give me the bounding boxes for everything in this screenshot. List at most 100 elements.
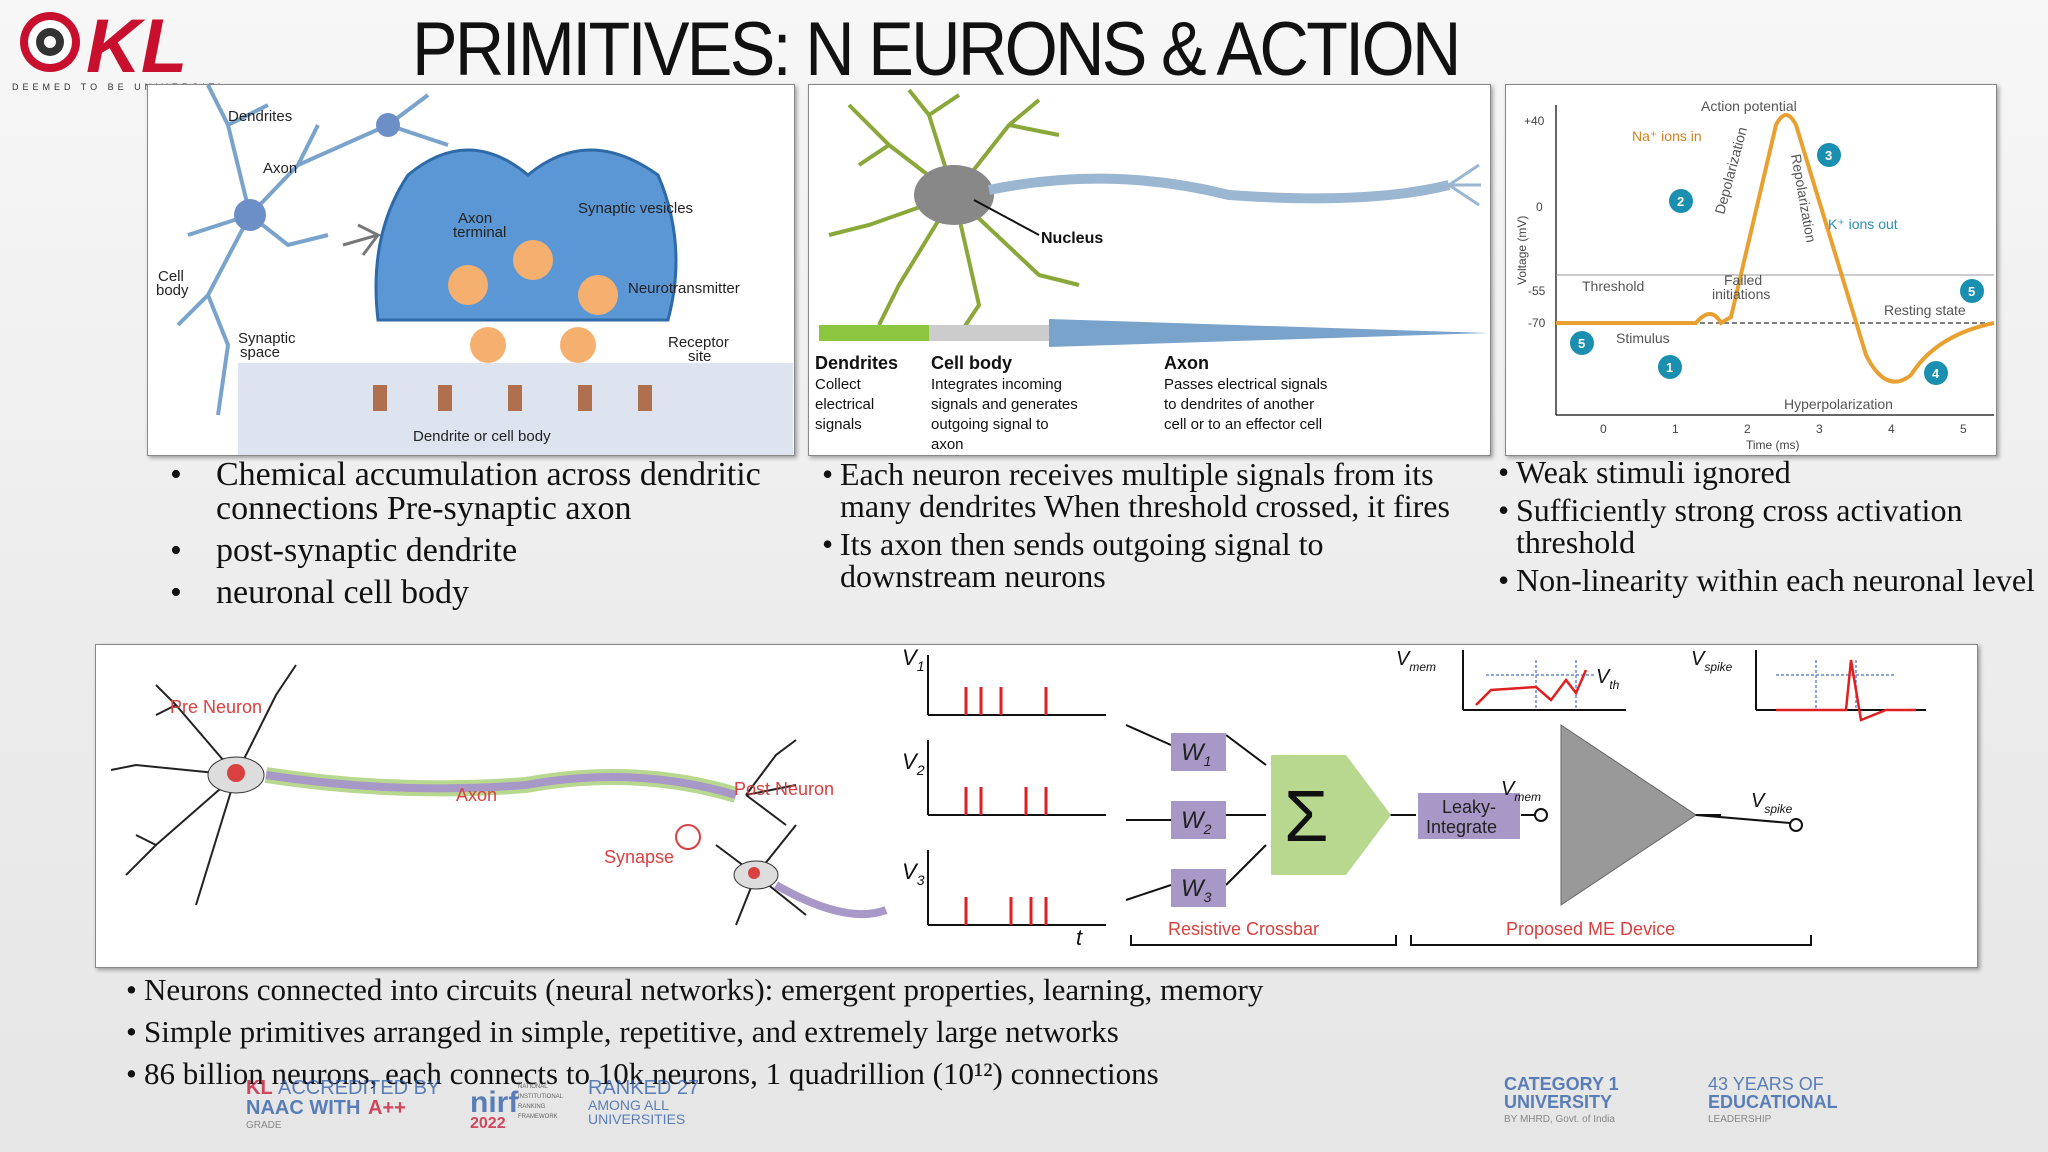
svg-text:2: 2: [1744, 422, 1751, 436]
svg-text:Leaky-: Leaky-: [1442, 797, 1496, 817]
svg-text:signals: signals: [815, 416, 862, 433]
bullets-synapse: Chemical accumulation across dendritic c…: [170, 458, 810, 618]
action-potential-curve: [1556, 113, 1995, 384]
svg-text:Time (ms): Time (ms): [1746, 438, 1800, 452]
svg-text:Resistive Crossbar: Resistive Crossbar: [1168, 919, 1319, 939]
bullets-potential: Weak stimuli ignored Sufficiently strong…: [1498, 456, 2046, 602]
svg-text:2: 2: [1677, 194, 1684, 209]
svg-text:Action potential: Action potential: [1701, 98, 1797, 114]
svg-text:axon: axon: [931, 436, 964, 453]
footer-category: CATEGORY 1 UNIVERSITY BY MHRD, Govt. of …: [1504, 1070, 1864, 1134]
svg-text:Receptor: Receptor: [668, 334, 729, 351]
svg-text:Cell: Cell: [158, 268, 184, 285]
svg-text:Dendrites: Dendrites: [815, 353, 898, 373]
svg-text:NATIONAL: NATIONAL: [518, 1084, 548, 1090]
svg-text:Vspike: Vspike: [1691, 648, 1733, 674]
bullet-item: Sufficiently strong cross activation thr…: [1498, 494, 2046, 558]
svg-text:Failed: Failed: [1724, 272, 1762, 288]
svg-text:W2: W2: [1181, 807, 1212, 837]
svg-text:terminal: terminal: [453, 224, 506, 241]
svg-text:K⁺ ions out: K⁺ ions out: [1828, 216, 1898, 232]
svg-text:0: 0: [1536, 200, 1543, 214]
svg-text:Axon: Axon: [458, 210, 492, 227]
neural-circuit-panel: Pre Neuron Axon Post Neuron Synapse V1 V…: [95, 644, 1978, 968]
svg-text:FRAMEWORK: FRAMEWORK: [518, 1114, 558, 1120]
svg-text:Integrates incoming: Integrates incoming: [931, 376, 1062, 393]
svg-text:UNIVERSITY: UNIVERSITY: [1504, 1092, 1612, 1112]
comparator-triangle: [1560, 724, 1697, 906]
svg-text:Neurotransmitter: Neurotransmitter: [628, 280, 740, 297]
bullet-item: Its axon then sends outgoing signal to d…: [822, 528, 1482, 592]
svg-text:V2: V2: [902, 749, 925, 778]
svg-text:Repolarization: Repolarization: [1788, 153, 1819, 244]
bullet-item: 86 billion neurons, each connects to 10k…: [126, 1056, 1976, 1092]
svg-text:Dendrites: Dendrites: [228, 108, 292, 125]
svg-text:Σ: Σ: [1284, 777, 1329, 857]
bullet-item: Chemical accumulation across dendritic c…: [170, 458, 810, 526]
svg-text:1: 1: [1672, 422, 1679, 436]
svg-text:outgoing signal to: outgoing signal to: [931, 416, 1049, 433]
svg-text:Vmem: Vmem: [1501, 778, 1541, 804]
svg-text:Axon: Axon: [263, 160, 297, 177]
page-title: PRIMITIVES: N EURONS & ACTION: [412, 7, 1461, 92]
svg-text:4: 4: [1888, 422, 1895, 436]
bullets-circuits: Neurons connected into circuits (neural …: [126, 972, 1976, 1098]
svg-text:Dendrite or cell body: Dendrite or cell body: [413, 428, 551, 445]
svg-text:V3: V3: [902, 859, 925, 888]
dendrites-arrow: [819, 325, 929, 341]
svg-text:Stimulus: Stimulus: [1616, 330, 1670, 346]
svg-text:Passes electrical signals: Passes electrical signals: [1164, 376, 1327, 393]
svg-text:Synaptic vesicles: Synaptic vesicles: [578, 200, 693, 217]
svg-text:KL: KL: [86, 4, 187, 89]
neuron-structure-panel: Nucleus Dendrites Collect electrical sig…: [808, 84, 1491, 456]
svg-text:signals and generates: signals and generates: [931, 396, 1078, 413]
svg-text:W1: W1: [1181, 739, 1211, 769]
svg-text:Axon: Axon: [1164, 353, 1209, 373]
svg-text:KL: KL: [246, 1077, 273, 1099]
svg-text:AMONG ALL: AMONG ALL: [588, 1097, 669, 1113]
svg-text:Voltage (mV): Voltage (mV): [1515, 216, 1529, 285]
svg-text:Hyperpolarization: Hyperpolarization: [1784, 396, 1893, 412]
bullet-item: neuronal cell body: [170, 576, 810, 611]
svg-text:INSTITUTIONAL: INSTITUTIONAL: [518, 1094, 564, 1100]
svg-text:site: site: [688, 348, 711, 365]
svg-text:Proposed ME Device: Proposed ME Device: [1506, 919, 1675, 939]
svg-text:LEADERSHIP: LEADERSHIP: [1708, 1114, 1772, 1125]
svg-text:2022: 2022: [470, 1115, 506, 1132]
svg-text:Synapse: Synapse: [604, 847, 674, 867]
svg-text:UNIVERSITIES: UNIVERSITIES: [588, 1111, 685, 1127]
svg-text:nirf: nirf: [470, 1086, 519, 1119]
cell-body-icon: [234, 199, 266, 231]
svg-text:body: body: [156, 282, 189, 299]
svg-text:43 YEARS OF: 43 YEARS OF: [1708, 1074, 1824, 1094]
svg-text:3: 3: [1816, 422, 1823, 436]
svg-text:V1: V1: [902, 645, 924, 674]
svg-text:ACCREDITED BY: ACCREDITED BY: [278, 1077, 440, 1099]
svg-text:Integrate: Integrate: [1426, 817, 1497, 837]
bullet-item: Neurons connected into circuits (neural …: [126, 972, 1976, 1008]
svg-text:-55: -55: [1528, 284, 1546, 298]
bullet-item: Weak stimuli ignored: [1498, 456, 2046, 488]
svg-text:Nucleus: Nucleus: [1041, 230, 1103, 247]
svg-text:Synaptic: Synaptic: [238, 330, 296, 347]
svg-text:RANKING: RANKING: [518, 1104, 546, 1110]
svg-text:+40: +40: [1524, 114, 1545, 128]
synapse-diagram-panel: Dendrites Axon Synaptic vesicles Axon te…: [147, 84, 795, 456]
svg-text:Vmem: Vmem: [1396, 648, 1436, 674]
bullet-item: Each neuron receives multiple signals fr…: [822, 458, 1482, 522]
svg-text:Post Neuron: Post Neuron: [734, 779, 834, 799]
svg-text:Threshold: Threshold: [1582, 278, 1644, 294]
svg-text:Axon: Axon: [456, 785, 497, 805]
action-potential-panel: +40 0 -55 -70 0 1 2 3 4 5 Time (ms) Volt…: [1505, 84, 1997, 456]
synapse-circle-icon: [675, 824, 701, 850]
svg-text:Na⁺ ions in: Na⁺ ions in: [1632, 128, 1702, 144]
svg-text:t: t: [1076, 925, 1083, 950]
svg-text:0: 0: [1600, 422, 1607, 436]
svg-text:to dendrites of another: to dendrites of another: [1164, 396, 1314, 413]
svg-text:4: 4: [1932, 366, 1940, 381]
svg-text:CATEGORY 1: CATEGORY 1: [1504, 1074, 1619, 1094]
svg-text:5: 5: [1960, 422, 1967, 436]
svg-text:5: 5: [1968, 284, 1975, 299]
svg-text:RANKED 27: RANKED 27: [588, 1077, 699, 1099]
svg-text:Vth: Vth: [1596, 666, 1620, 692]
